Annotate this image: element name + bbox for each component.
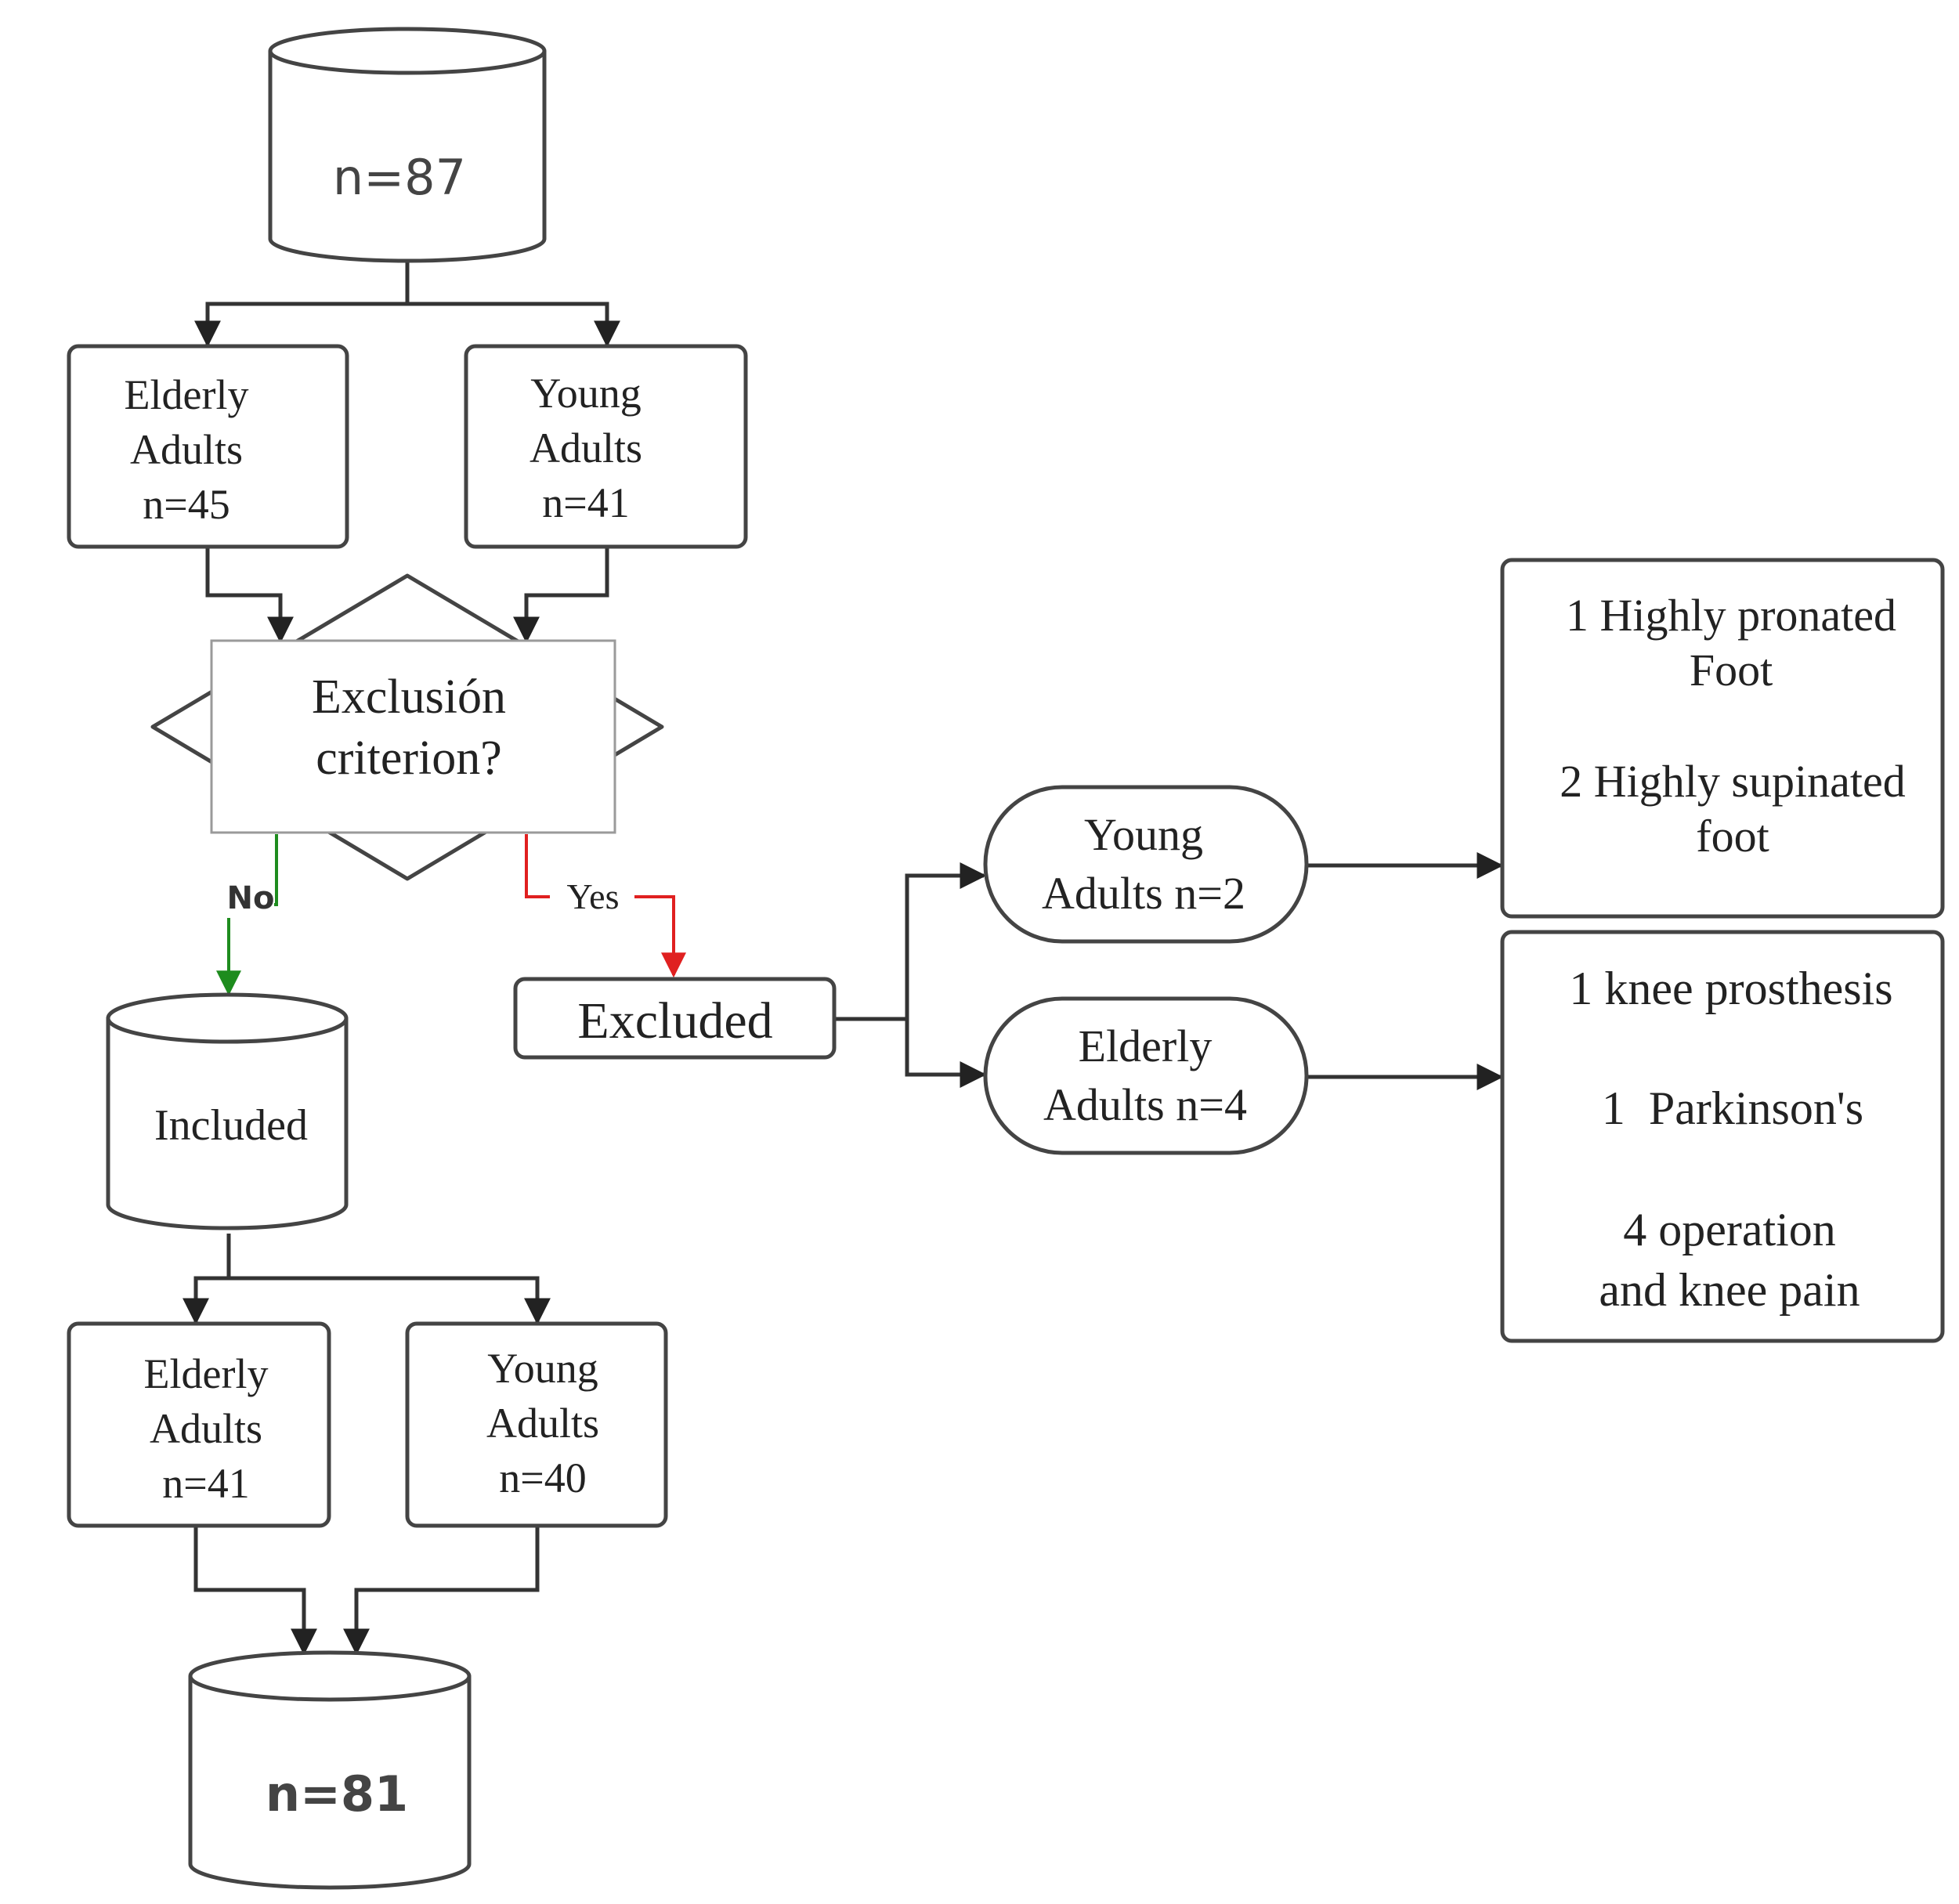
included-cylinder: Included <box>106 992 349 1230</box>
decision-line-2: criterion? <box>316 732 502 785</box>
elderly-reason-line-3: 4 operation <box>1623 1204 1836 1255</box>
young-reasons-box: 1 Highly pronated Foot 2 Highly supinate… <box>1500 558 1945 919</box>
final-cylinder: n=81 <box>188 1650 472 1890</box>
edges <box>183 258 1504 1656</box>
elderly-initial-line-1: Elderly <box>125 371 249 418</box>
edge-young-to-decision <box>513 547 609 644</box>
edge-total-to-young <box>407 302 620 348</box>
young-final-line-2: Adults <box>486 1400 599 1447</box>
excluded-label: Excluded <box>577 992 772 1050</box>
young-initial-line-2: Adults <box>530 425 642 471</box>
elderly-initial-line-2: Adults <box>130 426 243 473</box>
edge-total-to-elderly <box>194 302 407 348</box>
total-cylinder: n=87 <box>268 27 547 263</box>
elderly-final-box: Elderly Adults n=41 <box>67 1321 331 1528</box>
elderly-final-line-2: Adults <box>150 1405 262 1452</box>
elderly-reason-line-2: 1 Parkinson's <box>1602 1082 1863 1134</box>
elderly-final-line-3: n=41 <box>162 1460 249 1507</box>
no-label-bg <box>224 877 274 918</box>
exclusion-decision: Exclusión criterion? <box>150 573 664 881</box>
young-excluded-pill: Young Adults n=2 <box>983 785 1309 944</box>
edge-elderly-final-to-total <box>193 1526 317 1656</box>
young-initial-line-3: n=41 <box>542 479 629 526</box>
edge-included-to-young <box>229 1276 551 1325</box>
young-excluded-line-2: Adults n=2 <box>1042 868 1245 919</box>
young-initial-line-1: Young <box>530 370 642 417</box>
young-final-line-3: n=40 <box>499 1454 586 1501</box>
elderly-excluded-line-1: Elderly <box>1079 1021 1213 1071</box>
young-reason-line-3: 2 Highly supinated <box>1560 756 1905 807</box>
young-excluded-line-1: Young <box>1084 809 1203 860</box>
elderly-excluded-line-2: Adults n=4 <box>1043 1079 1247 1130</box>
final-count: n=81 <box>266 1765 408 1823</box>
edge-included-to-elderly <box>183 1276 229 1325</box>
young-reason-line-2: Foot <box>1690 645 1773 695</box>
excluded-box: Excluded <box>513 977 837 1060</box>
included-label: Included <box>154 1101 308 1150</box>
young-initial-box: Young Adults n=41 <box>464 344 748 549</box>
elderly-initial-box: Elderly Adults n=45 <box>67 344 349 549</box>
yes-branch-label: Yes <box>567 876 620 916</box>
young-reason-line-4: foot <box>1696 811 1769 862</box>
elderly-excluded-pill: Elderly Adults n=4 <box>983 996 1309 1155</box>
edge-young-final-to-total <box>343 1526 540 1656</box>
elderly-reasons-box: 1 knee prosthesis 1 Parkinson's 4 operat… <box>1500 930 1945 1343</box>
yes-label-bg <box>550 877 634 918</box>
elderly-initial-line-3: n=45 <box>143 481 230 528</box>
young-final-box: Young Adults n=40 <box>405 1321 668 1528</box>
decision-box <box>210 639 616 834</box>
elderly-reason-line-1: 1 knee prosthesis <box>1569 963 1892 1014</box>
edge-excluded-to-young <box>905 862 987 1019</box>
elderly-reason-line-4: and knee pain <box>1599 1264 1860 1316</box>
young-final-line-1: Young <box>487 1345 598 1392</box>
total-count: n=87 <box>333 149 466 206</box>
edge-elderly-to-decision <box>205 547 294 644</box>
young-reason-line-1: 1 Highly pronated <box>1566 590 1896 641</box>
no-branch-label: No <box>227 880 275 916</box>
decision-line-1: Exclusión <box>312 670 506 724</box>
edge-excluded-to-elderly <box>905 1019 987 1088</box>
elderly-final-line-1: Elderly <box>144 1350 269 1397</box>
